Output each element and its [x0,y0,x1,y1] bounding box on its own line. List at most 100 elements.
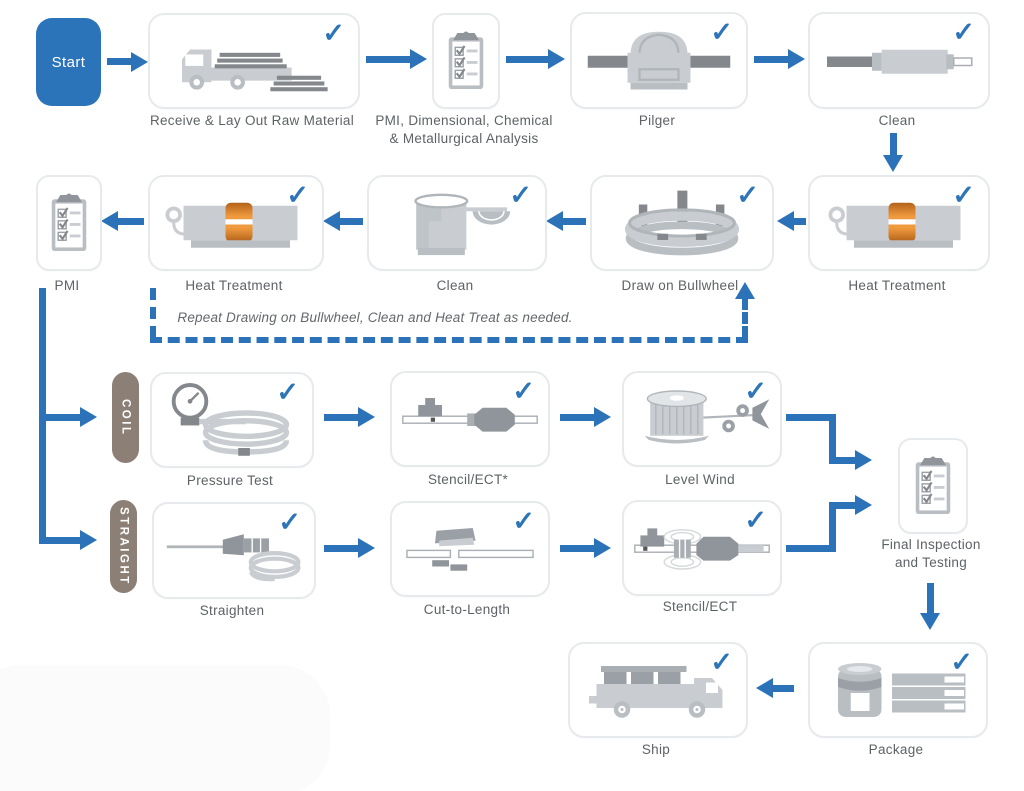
node-clean2-label: Clean [436,278,474,293]
arrowhead [323,211,340,231]
drum-bundle-icon [838,663,966,717]
node-analysis-label: PMI, Dimensional, Chemical & Metallurgic… [344,112,584,147]
node-level-wind: ✓ [622,371,782,467]
stencil-machine-icon [402,398,538,432]
coil-branch-pill: COIL [112,372,139,463]
clean-tube-icon [827,49,973,74]
node-level-wind-label: Level Wind [665,472,735,487]
arrowhead [594,538,611,558]
coil-branch-label: COIL [119,398,132,437]
stencil-machine-waves-icon [634,528,770,570]
label-line1: PMI, Dimensional, Chemical [375,113,553,128]
arrow-straighten-cut [324,545,360,552]
arrow-stencil-levelwind [560,414,596,421]
arrowhead [594,407,611,427]
truck-cargo-icon [589,666,723,718]
node-pilger: ✓ [570,12,748,109]
node-clean2: ✓ [367,175,547,271]
branch-line-vertical [39,288,46,544]
arrowhead [883,155,903,172]
node-pilger-label: Pilger [638,113,676,128]
furnace-icon [828,202,961,248]
arrowhead [777,211,794,231]
label-line1: Final Inspection [881,537,981,552]
elbow-stencil-final-h1 [786,545,836,552]
elbow-levelwind-final-h1 [786,414,836,421]
node-heat-right: ✓ [808,175,990,271]
repeat-loop-line-left [150,288,156,338]
node-final-inspection [898,438,968,534]
check-icon: ✓ [286,180,309,210]
arrowhead [735,282,755,299]
start-label: Start [51,53,86,71]
node-cut-to-length-label: Cut-to-Length [423,602,511,617]
arrow-pilger-clean [754,56,790,63]
node-ship: ✓ [568,642,748,738]
node-pmi-label: PMI [54,278,80,293]
node-bullwheel-label: Draw on Bullwheel [621,278,739,293]
branch-line-straight [39,537,82,544]
arrow-analysis-pilger [506,56,550,63]
furnace-icon [165,202,298,248]
check-icon: ✓ [952,180,975,210]
background-shape [0,665,330,791]
check-icon: ✓ [744,376,767,406]
node-clean1: ✓ [808,12,990,109]
node-ship-label: Ship [641,742,671,757]
node-heat-right-label: Heat Treatment [848,278,946,293]
bullwheel-icon [624,190,740,256]
arrowhead [80,530,97,550]
gauge-coil-icon [171,383,290,456]
arrowhead [855,495,872,515]
node-stencil-ect-coil: ✓ [390,371,550,467]
cutter-icon [406,528,534,571]
check-icon: ✓ [952,17,975,47]
node-heat-left-label: Heat Treatment [185,278,283,293]
check-icon: ✓ [744,505,767,535]
pilger-mill-icon [587,31,731,89]
arrow-start-receive [107,58,135,65]
elbow-stencil-final-v [829,502,836,552]
check-icon: ✓ [322,18,345,48]
check-icon: ✓ [512,506,535,536]
arrowhead [358,538,375,558]
arrowhead [101,211,118,231]
label-line2: & Metallurgical Analysis [389,130,539,146]
check-icon: ✓ [276,377,299,407]
clean-tank-icon [414,193,511,256]
arrowhead [410,49,427,69]
label-line2: and Testing [894,554,968,570]
node-stencil-ect-straight: ✓ [622,500,782,596]
arrow-clean-heat2 [338,218,363,225]
node-package-label: Package [868,742,924,757]
start-node: Start [36,18,101,106]
node-cut-to-length: ✓ [390,501,550,597]
check-icon: ✓ [710,17,733,47]
check-icon: ✓ [512,376,535,406]
spool-winder-icon [644,390,770,444]
arrowhead [920,613,940,630]
arrow-receive-analysis [366,56,412,63]
arrowhead [131,52,148,72]
repeat-loop-line-bottom [150,337,748,343]
branch-line-coil [44,414,82,421]
node-heat-left: ✓ [148,175,324,271]
arrowhead [548,49,565,69]
node-straighten: ✓ [152,502,316,599]
arrow-heat-bullwheel [792,218,806,225]
node-clean1-label: Clean [878,113,916,128]
node-pressure-test-label: Pressure Test [186,473,274,488]
node-analysis [432,13,500,109]
node-straighten-label: Straighten [199,603,265,618]
arrow-cut-stencil [560,545,596,552]
node-pmi [36,175,102,271]
check-icon: ✓ [710,647,733,677]
node-pressure-test: ✓ [150,372,314,468]
straight-branch-pill: STRAIGHT [110,500,137,593]
elbow-stencil-final-h2 [829,502,857,509]
elbow-levelwind-final-h2 [829,457,857,464]
arrow-heat-pmi [116,218,144,225]
straightener-icon [166,533,301,581]
check-icon: ✓ [509,180,532,210]
clipboard-checklist-icon [915,456,951,515]
